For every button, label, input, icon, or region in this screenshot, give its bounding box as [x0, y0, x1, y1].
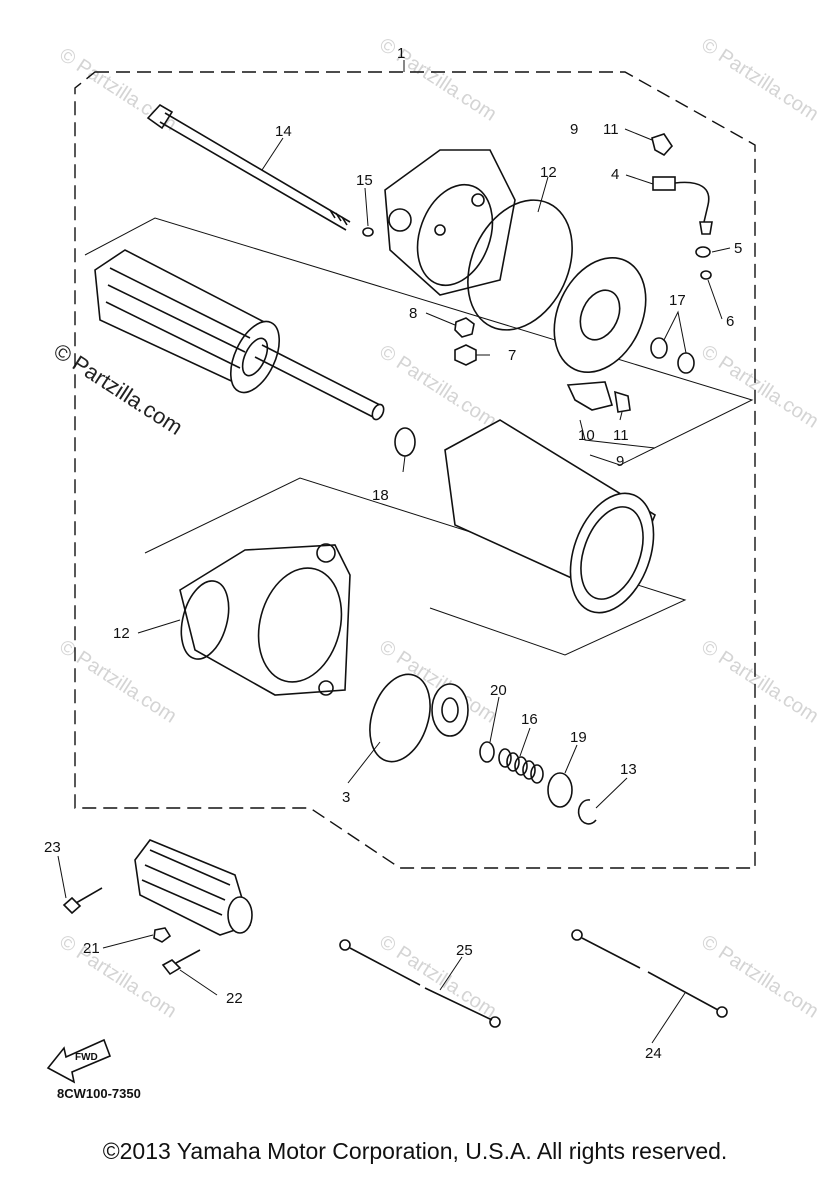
watermark-text: Partzilla.com — [714, 45, 822, 126]
svg-text:© Partzilla.com: © Partzilla.com — [55, 636, 180, 728]
callout-8: 8 — [409, 305, 417, 322]
bolt-23 — [62, 887, 103, 915]
svg-text:© Partzilla.com: © Partzilla.com — [697, 34, 822, 126]
watermark-text: Partzilla.com — [714, 352, 822, 433]
nut-5 — [695, 246, 711, 258]
spring-16 — [498, 748, 544, 784]
callout-6: 6 — [726, 313, 734, 330]
callout-19: 19 — [570, 729, 587, 746]
nut-21 — [153, 927, 172, 943]
pinion-clutch — [369, 673, 469, 763]
callout-25: 25 — [456, 942, 473, 959]
callout-20: 20 — [490, 682, 507, 699]
callout-11-top: 11 — [603, 121, 619, 138]
plane-top — [84, 217, 754, 466]
callout-1: 1 — [397, 45, 405, 62]
callout-18: 18 — [372, 487, 389, 504]
callout-9-top: 9 — [570, 121, 578, 138]
callout-12: 12 — [540, 164, 557, 181]
watermark-text: Partzilla.com — [714, 942, 822, 1023]
nut-7 — [454, 344, 477, 366]
svg-text:© Partzilla.com: © Partzilla.com — [49, 338, 187, 440]
armature — [94, 249, 385, 421]
washer-18 — [394, 427, 416, 457]
brush-lead — [652, 176, 713, 235]
clip-11-lower — [614, 390, 631, 413]
o-ring-15 — [362, 227, 374, 237]
fwd-label: FWD — [75, 1052, 98, 1063]
callout-21: 21 — [83, 940, 100, 957]
watermark-text: Partzilla.com — [392, 45, 500, 126]
bolt-22 — [161, 949, 201, 976]
washer-6 — [700, 270, 712, 280]
gasket-12-top — [467, 199, 573, 331]
watermark-text: Partzilla.com — [72, 647, 180, 728]
callout-23: 23 — [44, 839, 61, 856]
starter-motor — [134, 839, 253, 936]
callout-9-lower: 9 — [616, 453, 624, 470]
callout-14: 14 — [275, 123, 292, 140]
callout-7: 7 — [508, 347, 516, 364]
watermark-text: Partzilla.com — [392, 942, 500, 1023]
leader-lines — [57, 60, 731, 1044]
svg-text:© Partzilla.com: © Partzilla.com — [697, 636, 822, 728]
gasket-12-lower — [180, 580, 230, 660]
callout-10: 10 — [578, 427, 595, 444]
watermark-text: Partzilla.com — [392, 352, 500, 433]
callout-5: 5 — [734, 240, 742, 257]
front-cover — [179, 543, 351, 696]
watermark-text: Partzilla.com — [68, 350, 187, 440]
watermark-text: Partzilla.com — [714, 647, 822, 728]
through-bolt — [146, 103, 351, 231]
callout-17: 17 — [669, 292, 686, 309]
callout-22: 22 — [226, 990, 243, 1007]
washer-17b — [677, 352, 695, 374]
callout-13: 13 — [620, 761, 637, 778]
svg-text:© Partzilla.com: © Partzilla.com — [697, 341, 822, 433]
copyright-notice: ©2013 Yamaha Motor Corporation, U.S.A. A… — [102, 1138, 728, 1164]
callout-15: 15 — [356, 172, 373, 189]
cable-24 — [571, 929, 728, 1018]
svg-text:© Partzilla.com: © Partzilla.com — [375, 34, 500, 126]
drawing-code: 8CW100-7350 — [57, 1086, 141, 1101]
callout-16: 16 — [521, 711, 538, 728]
washer-17a — [650, 337, 668, 359]
callouts: 1 12 14 15 9 11 4 5 6 8 7 17 10 11 9 18 … — [44, 45, 742, 1062]
brush-holder-10 — [566, 381, 614, 411]
svg-text:© Partzilla.com: © Partzilla.com — [375, 931, 500, 1023]
yoke — [444, 419, 656, 614]
callout-12-lower: 12 — [113, 625, 130, 642]
collar-19 — [547, 772, 573, 808]
callout-24: 24 — [645, 1045, 662, 1062]
plane-bottom — [144, 477, 687, 656]
ring-20 — [479, 741, 495, 763]
rear-cover — [384, 149, 516, 296]
brush-plate — [553, 256, 647, 374]
fwd-arrow-icon: FWD — [46, 1038, 112, 1084]
assembly-boundary — [74, 71, 756, 869]
cable-25 — [339, 939, 501, 1028]
clip-11-top — [651, 133, 674, 157]
nut-8 — [454, 317, 475, 338]
callout-11-lower: 11 — [613, 427, 629, 444]
callout-4: 4 — [611, 166, 619, 183]
circlip-13 — [577, 799, 597, 825]
callout-3: 3 — [342, 789, 350, 806]
